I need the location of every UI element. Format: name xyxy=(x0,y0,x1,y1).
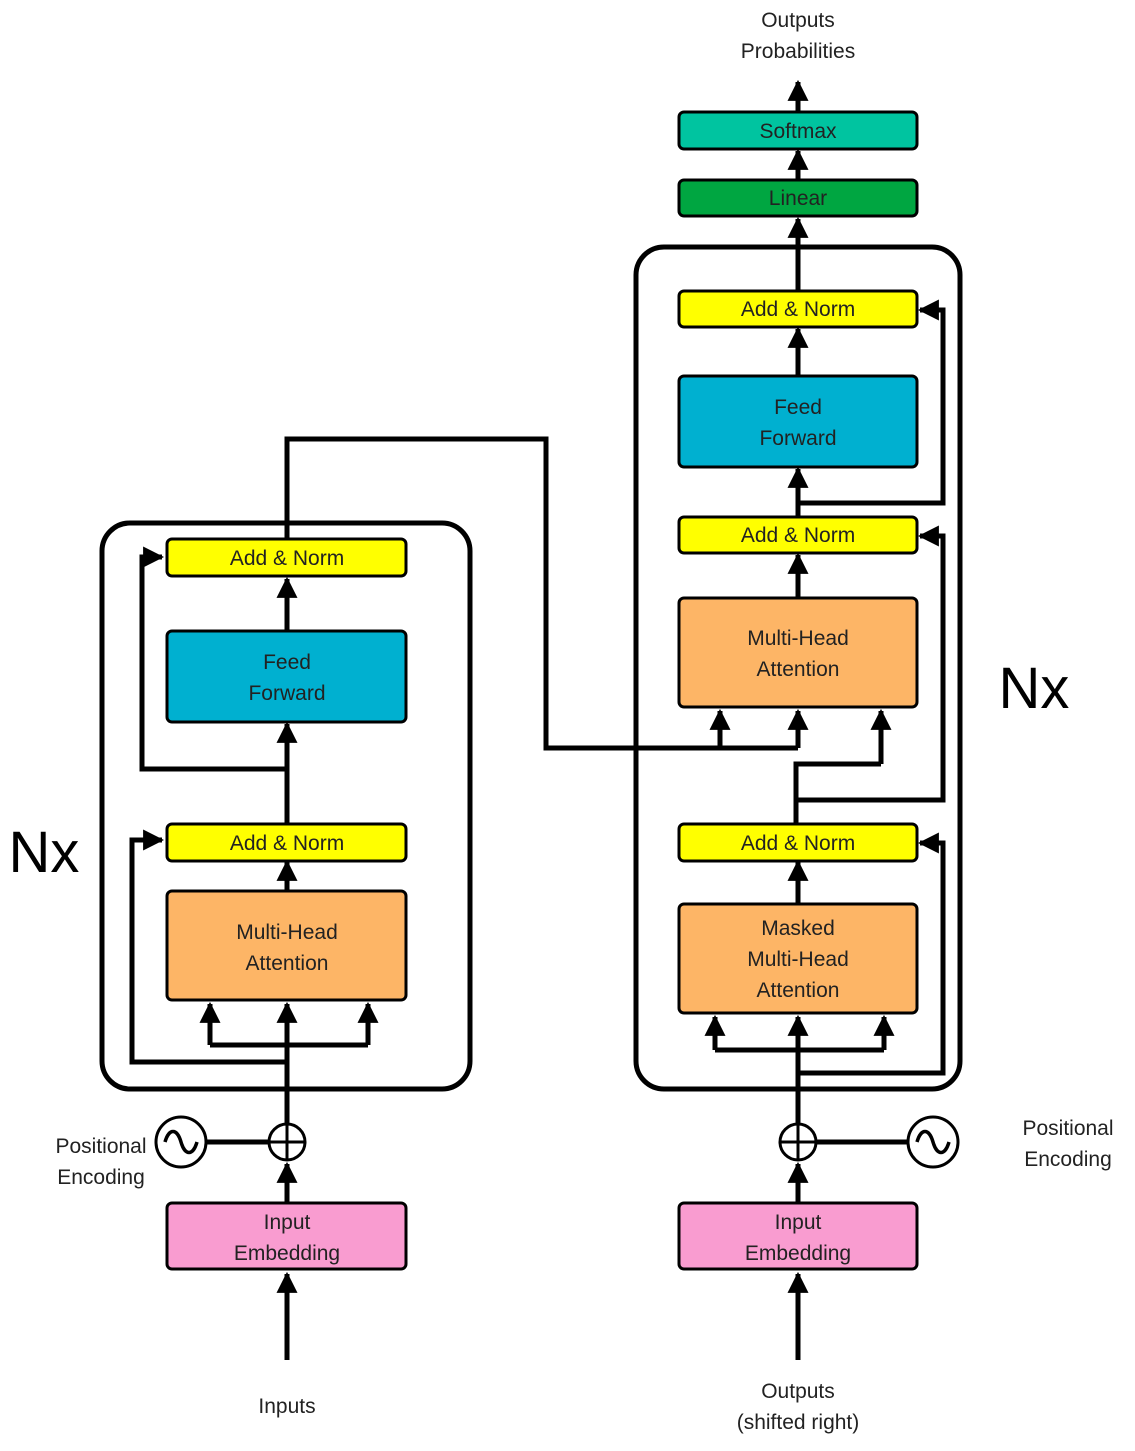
decoder-input-embedding xyxy=(677,1201,919,1271)
output-probabilities-label-2: Probabilities xyxy=(741,40,855,63)
encoder-multi-head-attention xyxy=(165,889,408,1002)
decoder-attention-label-1: Multi-Head xyxy=(747,627,849,650)
decoder-add-norm-top xyxy=(677,289,919,329)
decoder-add-norm-middle-label: Add & Norm xyxy=(741,524,855,547)
encoder-attention-label-2: Attention xyxy=(246,952,329,975)
encoder-embedding-label-2: Embedding xyxy=(234,1242,340,1265)
decoder-positional-encoding-label-2: Encoding xyxy=(1024,1148,1112,1171)
decoder-wires xyxy=(704,79,946,1360)
decoder-attention-label-2: Attention xyxy=(757,658,840,681)
encoder-repeat-label: Nx xyxy=(9,820,80,885)
decoder-masked-multi-head-attention xyxy=(677,902,919,1015)
decoder-add-icon xyxy=(778,1122,818,1162)
decoder-add-norm-middle xyxy=(677,515,919,555)
encoder-feed-forward-label-1: Feed xyxy=(263,651,311,674)
decoder-masked-attention-label-2: Multi-Head xyxy=(747,948,849,971)
decoder-embedding-label-2: Embedding xyxy=(745,1242,851,1265)
decoder: Softmax Linear Add & Norm Feed Forward A… xyxy=(633,79,1070,1360)
decoder-repeat-label: Nx xyxy=(999,656,1070,721)
encoder-feed-forward xyxy=(165,629,408,724)
encoder-wires xyxy=(129,436,798,1360)
encoder-attention-label-1: Multi-Head xyxy=(236,921,338,944)
outer-labels: Outputs Probabilities Inputs Outputs (sh… xyxy=(55,9,1113,1434)
decoder-add-norm-top-label: Add & Norm xyxy=(741,298,855,321)
encoder: Add & Norm Feed Forward Add & Norm Multi… xyxy=(9,436,798,1360)
decoder-softmax xyxy=(677,110,919,151)
decoder-positional-encoding-label-1: Positional xyxy=(1022,1117,1113,1140)
encoder-input-embedding xyxy=(165,1201,408,1271)
decoder-feed-forward-label-2: Forward xyxy=(759,427,836,450)
encoder-feed-forward-label-2: Forward xyxy=(248,682,325,705)
inputs-label: Inputs xyxy=(258,1395,315,1418)
decoder-softmax-label: Softmax xyxy=(759,120,837,143)
decoder-feed-forward xyxy=(677,374,919,469)
encoder-add-norm-bottom-label: Add & Norm xyxy=(230,832,344,855)
encoder-add-norm-top-label: Add & Norm xyxy=(230,547,344,570)
encoder-embedding-label-1: Input xyxy=(264,1211,311,1234)
decoder-masked-attention-label-3: Attention xyxy=(757,979,840,1002)
encoder-positional-encoding-label-2: Encoding xyxy=(57,1166,145,1189)
output-probabilities-label-1: Outputs xyxy=(761,9,835,32)
decoder-add-norm-bottom xyxy=(677,822,919,863)
encoder-add-icon xyxy=(267,1122,307,1162)
encoder-add-norm-top xyxy=(165,537,408,578)
decoder-multi-head-attention xyxy=(677,596,919,709)
encoder-add-norm-bottom xyxy=(165,822,408,863)
decoder-masked-attention-label-1: Masked xyxy=(761,917,835,940)
decoder-add-norm-bottom-label: Add & Norm xyxy=(741,832,855,855)
encoder-positional-encoding-label-1: Positional xyxy=(55,1135,146,1158)
decoder-feed-forward-label-1: Feed xyxy=(774,396,822,419)
outputs-shifted-label-2: (shifted right) xyxy=(737,1411,860,1434)
outputs-shifted-label-1: Outputs xyxy=(761,1380,835,1403)
decoder-linear-label: Linear xyxy=(769,187,827,210)
decoder-embedding-label-1: Input xyxy=(775,1211,822,1234)
decoder-linear xyxy=(677,178,919,218)
